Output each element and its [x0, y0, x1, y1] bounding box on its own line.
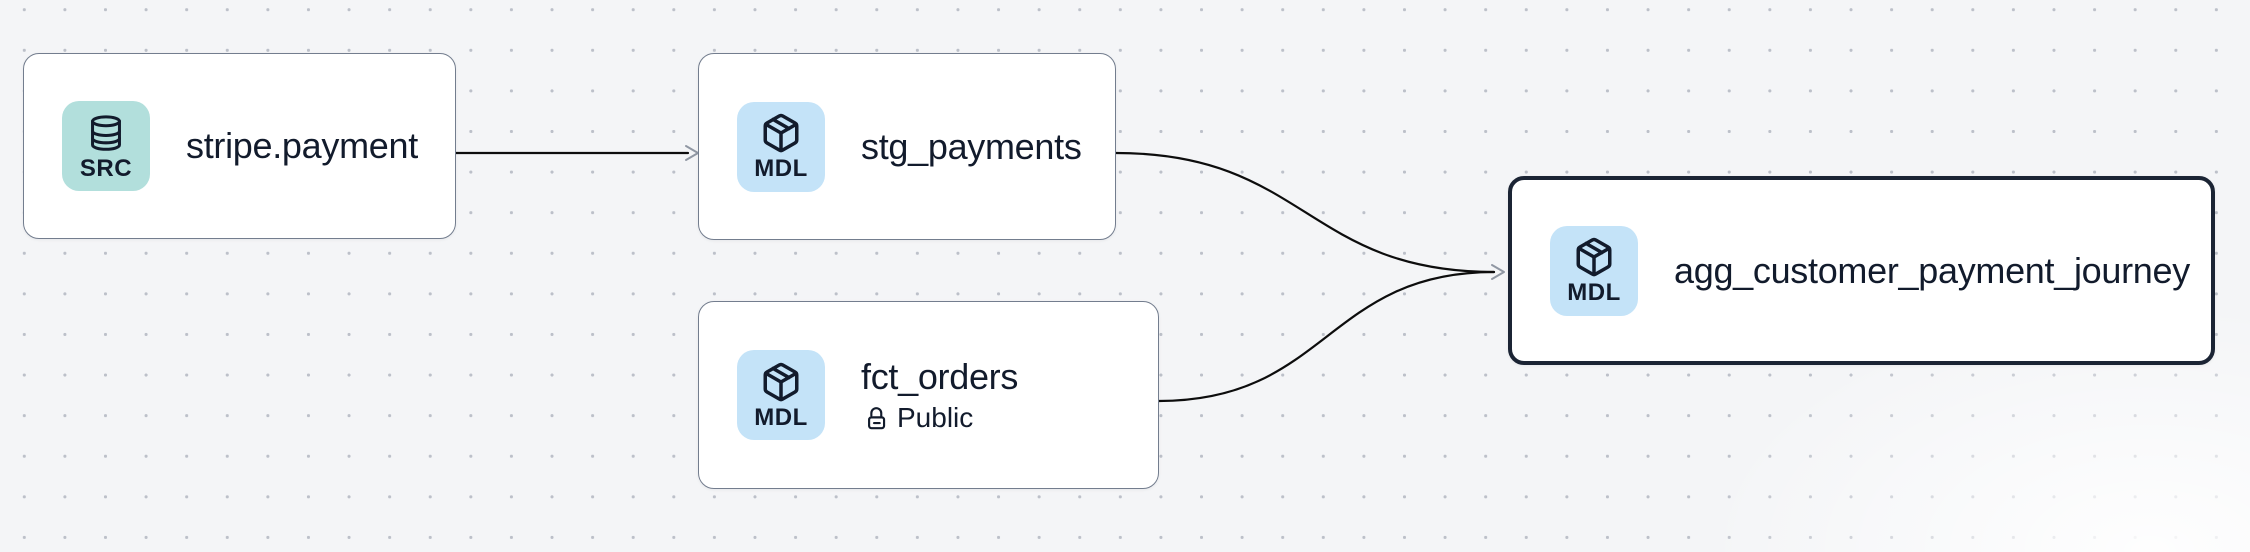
node-title: stg_payments — [861, 125, 1082, 167]
node-title: agg_customer_payment_journey — [1674, 249, 2190, 291]
arrowhead-agg — [1491, 264, 1505, 280]
node-title: stripe.payment — [186, 125, 418, 166]
package-icon — [763, 113, 799, 153]
node-stg-payments[interactable]: MDL stg_payments — [698, 53, 1116, 240]
model-badge: MDL — [1550, 225, 1638, 316]
node-title: fct_orders — [861, 356, 1019, 397]
lock-open-icon — [868, 406, 886, 429]
badge-label: MDL — [1567, 279, 1621, 306]
badge-label: MDL — [754, 403, 808, 431]
source-badge: SRC — [62, 101, 150, 191]
access-label: Public — [897, 402, 974, 433]
model-badge: MDL — [737, 350, 825, 440]
edge-stg-payments-to-agg — [1114, 151, 1496, 274]
package-icon — [1576, 237, 1612, 277]
model-badge: MDL — [737, 101, 825, 192]
database-icon — [91, 114, 121, 151]
package-icon — [763, 362, 799, 401]
access-row: Public — [861, 401, 1018, 435]
node-agg-customer-payment-journey[interactable]: MDL agg_customer_payment_journey — [1508, 176, 2215, 365]
badge-label: MDL — [754, 155, 808, 182]
node-fct-orders[interactable]: MDL fct_orders Public — [698, 301, 1159, 489]
edge-fct-orders-to-agg — [1157, 270, 1496, 403]
badge-label: SRC — [79, 154, 133, 182]
node-stripe-payment[interactable]: SRC stripe.payment — [23, 53, 456, 239]
